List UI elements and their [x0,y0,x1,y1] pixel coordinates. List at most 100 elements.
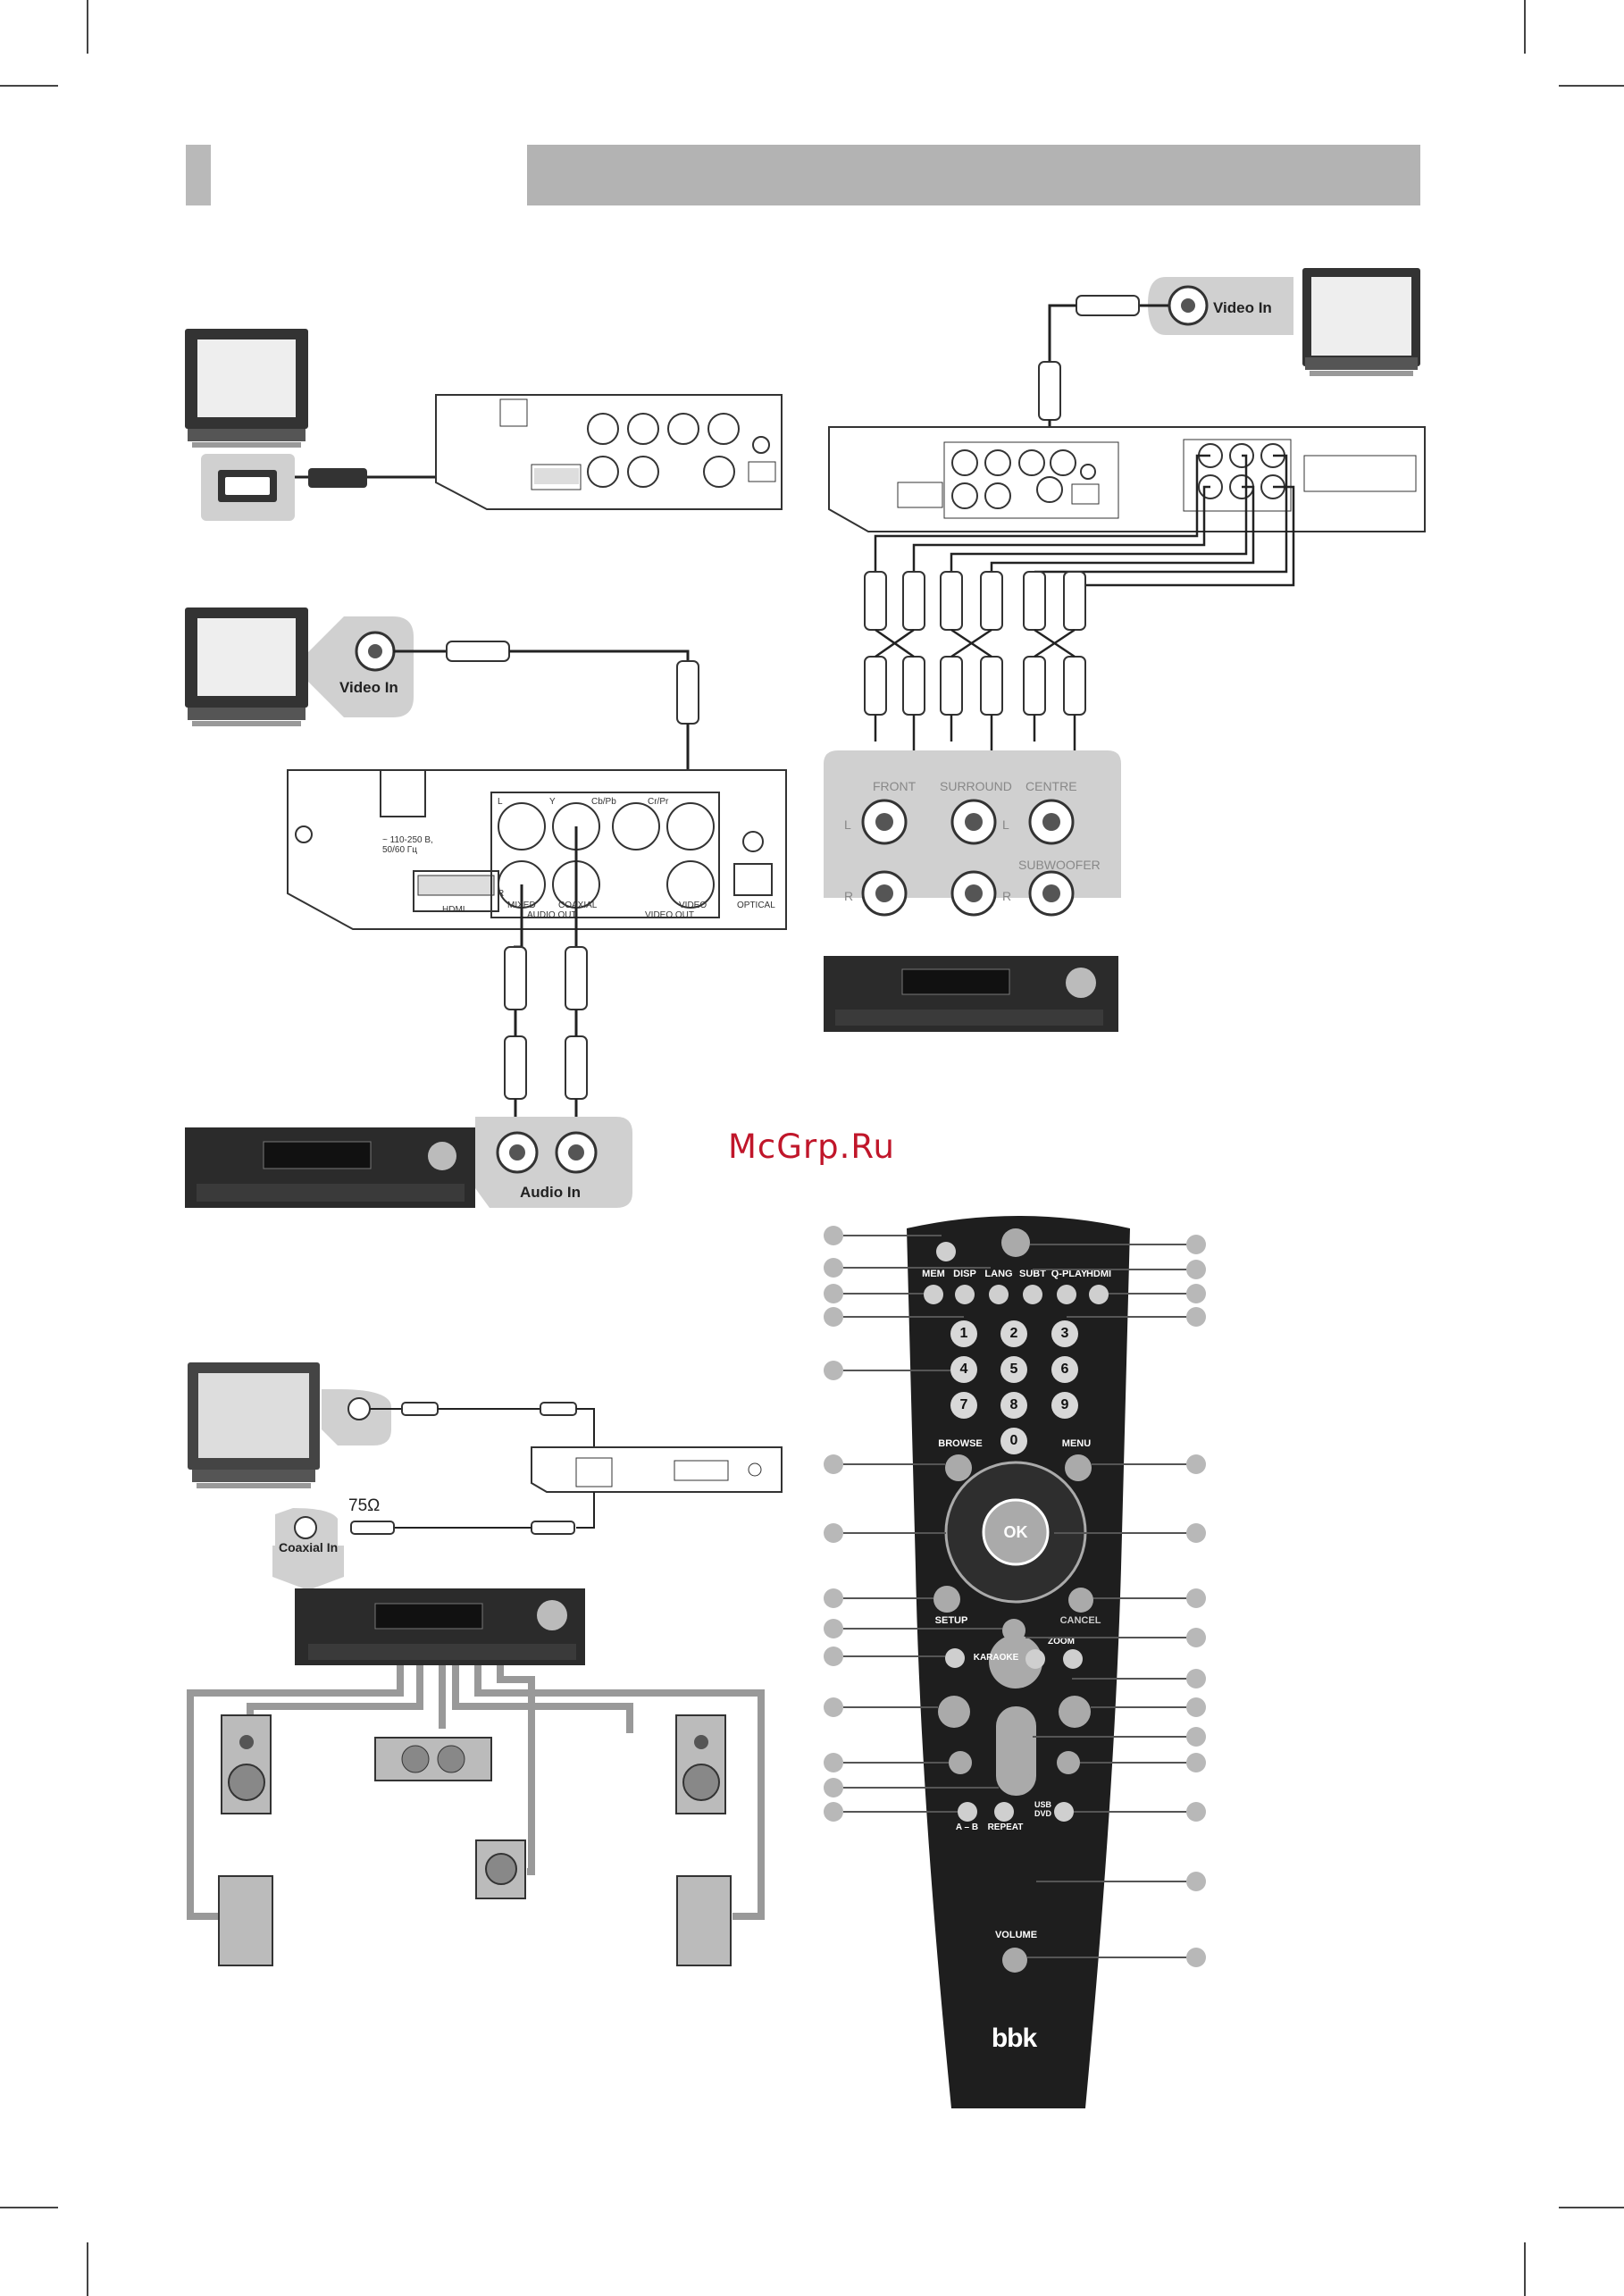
mid-left-label: L [1002,817,1009,832]
callout-line [843,1370,950,1371]
callout-line [843,1235,942,1236]
callout-marker [1186,1235,1206,1254]
number-key[interactable]: 5 [1000,1356,1027,1383]
mixed-label: MIXED [507,901,536,910]
usb-label: USB DVD [1034,1800,1051,1818]
left-side-label: L [844,817,851,832]
callout-line [843,1463,945,1465]
number-key[interactable]: 9 [1051,1392,1078,1419]
surround-label: SURROUND [940,779,1012,793]
ohm-label: 75Ω [348,1496,381,1515]
callout-line [1072,1678,1186,1680]
number-key[interactable]: 4 [950,1356,977,1383]
callout-line [1109,1293,1186,1295]
lang-button[interactable] [989,1285,1009,1304]
diagram-connections-left [185,329,787,1966]
qplay-button[interactable] [1057,1285,1076,1304]
callout-marker [1186,1697,1206,1717]
bbk-logo: bbk [991,2024,1037,2053]
mem-button[interactable] [924,1285,943,1304]
ab-button[interactable] [958,1802,977,1822]
callout-line [1025,1637,1186,1638]
number-key[interactable]: 0 [1000,1428,1027,1454]
callout-line [1054,1532,1186,1534]
stop-button[interactable] [999,1742,1033,1776]
jack-label-y: Y [549,797,556,807]
callout-line [843,1787,999,1789]
callout-marker [824,1258,843,1278]
repeat-label: REPEAT [987,1823,1024,1832]
zoom-minus-button[interactable] [1025,1649,1045,1669]
callout-line [1093,1597,1186,1599]
tv-hdmi [185,329,308,448]
callout-line [1091,1706,1186,1708]
callout-marker [1186,1669,1206,1688]
callout-line [843,1267,991,1269]
zoom-label: ZOOM [1048,1637,1075,1647]
remote-body [907,1216,1130,2108]
number-key[interactable]: 3 [1051,1320,1078,1347]
callout-marker [1186,1307,1206,1327]
callout-marker [824,1523,843,1543]
callout-line [843,1293,924,1295]
setup-label: SETUP [934,1615,968,1626]
forward-button[interactable] [1059,1696,1091,1728]
ok-button[interactable]: OK [1003,1523,1028,1541]
number-key[interactable]: 8 [1000,1392,1027,1419]
hdmi-button[interactable] [1089,1285,1109,1304]
power-button[interactable] [1001,1228,1030,1257]
number-key[interactable]: 2 [1000,1320,1027,1347]
crop-mark [87,0,88,54]
repeat-button[interactable] [994,1802,1014,1822]
eye-icon[interactable] [1002,1619,1025,1642]
usb-button[interactable] [1054,1802,1074,1822]
menu-button[interactable] [1065,1454,1092,1481]
centre-label: CENTRE [1025,779,1077,793]
callout-line [843,1532,946,1534]
callout-marker [1186,1948,1206,1967]
mid-right-label: R [1002,889,1012,903]
callout-marker [824,1697,843,1717]
number-key[interactable]: 6 [1051,1356,1078,1383]
callout-marker [1186,1872,1206,1891]
zoom-plus-button[interactable] [1063,1649,1083,1669]
callout-marker [1186,1284,1206,1303]
cancel-button[interactable] [1068,1588,1093,1613]
callout-line [843,1706,938,1708]
number-key[interactable]: 1 [950,1320,977,1347]
next-button[interactable] [1057,1751,1080,1774]
callout-marker [824,1619,843,1638]
callout-line [1067,1316,1186,1318]
eject-button[interactable] [936,1242,956,1261]
crop-mark [87,2242,88,2296]
callout-line [1074,1811,1186,1813]
right-side-label: R [844,889,854,903]
callout-line [1080,1762,1186,1764]
callout-line [1033,1736,1186,1738]
callout-marker [824,1284,843,1303]
browse-button[interactable] [945,1454,972,1481]
browse-label: BROWSE [938,1438,983,1449]
disp-button[interactable] [955,1285,975,1304]
jack-label-cb: Cb/Pb [591,797,616,807]
callout-marker [1186,1260,1206,1279]
prev-button[interactable] [949,1751,972,1774]
number-key[interactable]: 7 [950,1392,977,1419]
diagram-5-1-analog [824,268,1426,1032]
crop-mark [0,85,58,87]
header-tab [186,145,211,205]
callout-marker [1186,1802,1206,1822]
volume-label: VOLUME [994,1930,1038,1940]
mute-button[interactable] [1002,1948,1027,1973]
subt-button[interactable] [1023,1285,1042,1304]
rewind-button[interactable] [938,1696,970,1728]
setup-button[interactable] [933,1586,960,1613]
volume-rocker[interactable] [996,1840,1036,1925]
callout-marker [1186,1523,1206,1543]
audio-in-label: Audio In [520,1184,581,1201]
crop-mark [1524,2242,1526,2296]
header-bar [527,145,1420,205]
callout-line [843,1655,945,1657]
watermark: McGrp.Ru [728,1127,895,1166]
karaoke-button[interactable] [945,1648,965,1668]
